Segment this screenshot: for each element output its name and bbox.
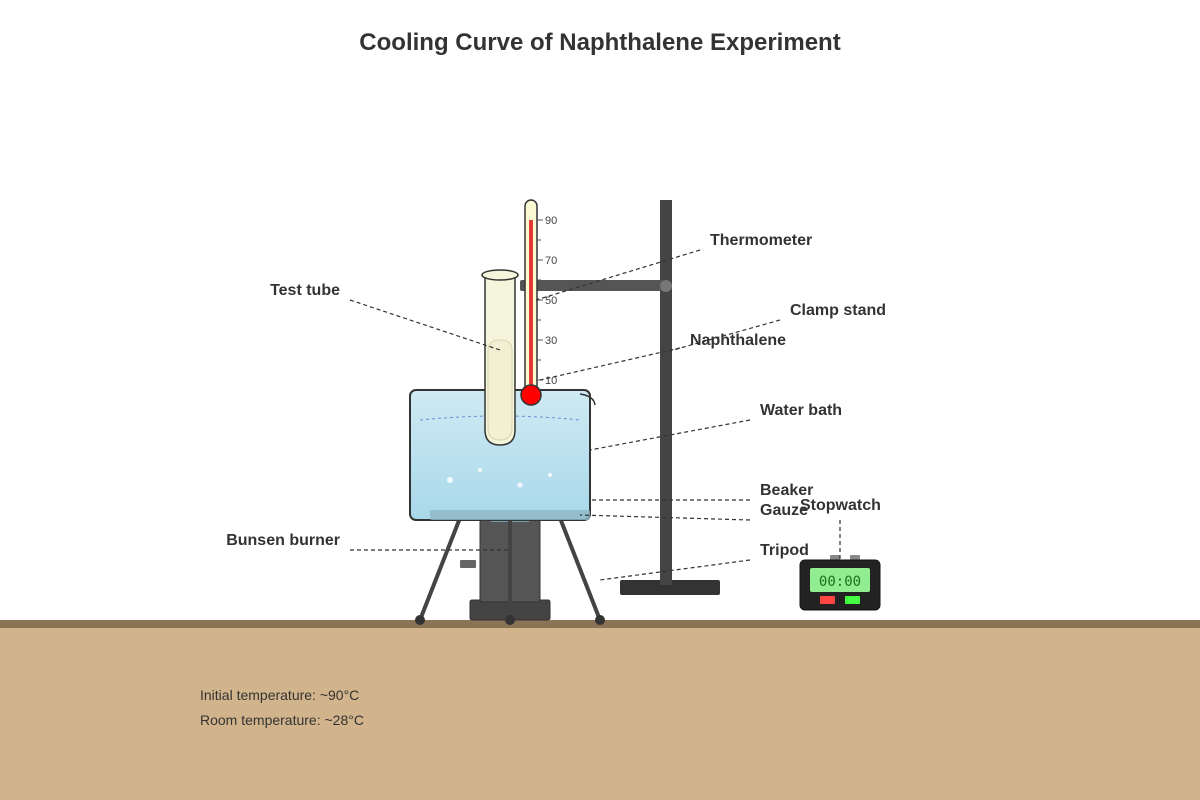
- stopwatch: 00:00: [799, 555, 881, 611]
- label-naphthalene: Naphthalene: [690, 332, 786, 349]
- label-stopwatch: Stopwatch: [800, 497, 881, 514]
- leader-thermometer: [535, 249, 701, 301]
- labels: Thermometer Clamp stand Naphthalene Test…: [226, 232, 886, 559]
- thermometer-tick-label: 30: [545, 335, 557, 347]
- label-thermometer: Thermometer: [710, 232, 812, 249]
- page-title: Cooling Curve of Naphthalene Experiment: [359, 29, 840, 56]
- thermometer-tick-label: 50: [545, 295, 557, 307]
- stopwatch-display: 00:00: [819, 574, 861, 590]
- leader-test-tube: [349, 299, 501, 351]
- note-room-temperature: Room temperature: ~28°C: [200, 712, 364, 728]
- label-beaker: Beaker: [760, 482, 813, 499]
- stopwatch-screen: [810, 568, 870, 592]
- label-clamp-stand: Clamp stand: [790, 302, 886, 319]
- clamp-stand-rod: [660, 200, 672, 585]
- leader-tripod: [599, 559, 751, 581]
- note-initial-temperature: Initial temperature: ~90°C: [200, 687, 359, 703]
- label-bunsen-burner: Bunsen burner: [226, 532, 340, 549]
- leader-gauze: [579, 514, 751, 521]
- stopwatch-start-button: [845, 596, 860, 604]
- clamp-stand: [520, 200, 720, 595]
- burner-gas-inlet: [460, 560, 476, 568]
- gauze: [430, 510, 590, 520]
- label-tripod: Tripod: [760, 542, 809, 559]
- clamp-boss: [660, 280, 672, 292]
- thermometer-tick-label: 70: [545, 255, 557, 267]
- test-tube-rim: [481, 269, 519, 281]
- thermometer-tick-label: 90: [545, 215, 557, 227]
- beaker-spout: [579, 393, 596, 406]
- leader-water-bath: [589, 419, 751, 451]
- leader-lines: [349, 249, 841, 581]
- lab-bench: [0, 620, 1200, 800]
- label-test-tube: Test tube: [270, 282, 340, 299]
- clamp-stand-base: [620, 580, 720, 595]
- thermometer-mercury: [529, 220, 533, 390]
- label-water-bath: Water bath: [760, 402, 842, 419]
- label-gauze: Gauze: [760, 502, 808, 519]
- leader-clamp-stand: [665, 319, 781, 353]
- tripod: [415, 517, 605, 625]
- leader-naphthalene: [539, 347, 681, 381]
- test-tube: [481, 269, 519, 446]
- naphthalene-sample: [487, 339, 513, 441]
- clamp-arm: [520, 280, 668, 291]
- stopwatch-stop-button: [820, 596, 835, 604]
- thermometer-bulb: [520, 384, 542, 406]
